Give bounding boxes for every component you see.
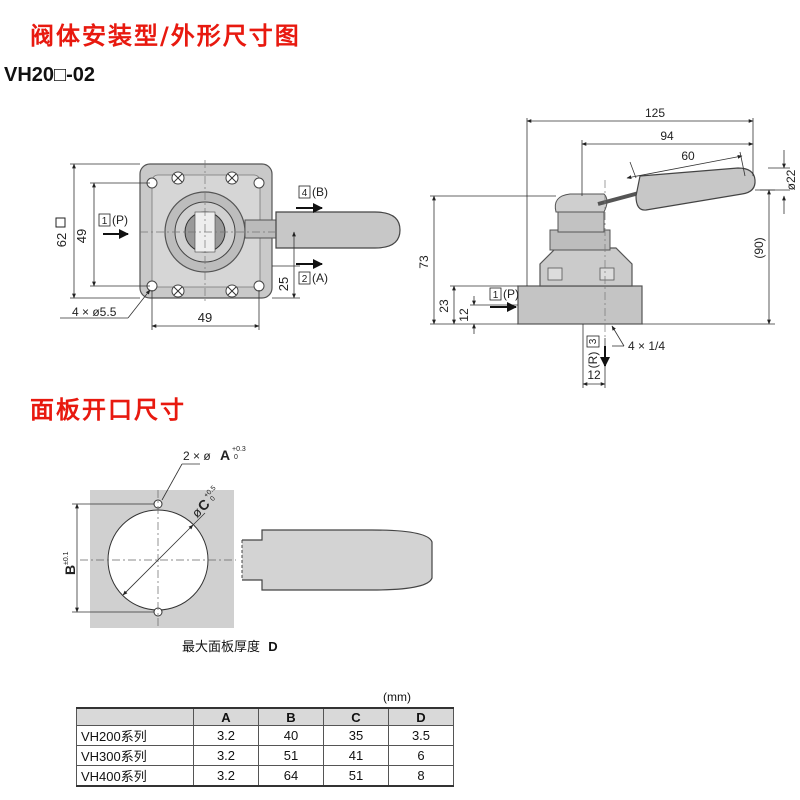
table-unit: (mm) bbox=[383, 690, 411, 704]
cell-d: 8 bbox=[388, 765, 454, 787]
col-header-b: B bbox=[258, 707, 324, 726]
cell-c: 51 bbox=[323, 765, 389, 787]
thread-callout: 4 × 1/4 bbox=[628, 339, 665, 353]
lever-handle bbox=[275, 211, 401, 249]
panel-thickness-caption: 最大面板厚度 D bbox=[182, 636, 278, 655]
b-label: B bbox=[62, 565, 78, 575]
side-port-p-label: (P) bbox=[503, 287, 519, 301]
side-view: 125 94 60 ø22 73 (90) 23 12 12 4 × 1/4 1… bbox=[417, 106, 798, 388]
dim-side-62: 62 bbox=[54, 233, 69, 247]
cell-c: 35 bbox=[323, 725, 389, 746]
dim-90: (90) bbox=[752, 237, 766, 258]
row-series: VH300系列 bbox=[76, 745, 194, 766]
cell-d: 6 bbox=[388, 745, 454, 766]
port-p-number: 1 bbox=[102, 216, 108, 227]
col-header-series bbox=[76, 707, 194, 726]
col-header-a: A bbox=[193, 707, 259, 726]
table-header-row: A B C D bbox=[76, 707, 454, 726]
cell-a: 3.2 bbox=[193, 725, 259, 746]
dim-12-vertical: 12 bbox=[457, 308, 471, 322]
hole-tolerance-zero: 0 bbox=[234, 454, 238, 461]
cell-b: 51 bbox=[258, 745, 324, 766]
port-a-label: (A) bbox=[312, 271, 328, 285]
b-tolerance: ±0.1 bbox=[63, 551, 70, 565]
cell-d: 3.5 bbox=[388, 725, 454, 746]
side-port-p-number: 1 bbox=[493, 290, 499, 301]
dim-60: 60 bbox=[681, 149, 695, 163]
dim-94: 94 bbox=[660, 129, 674, 143]
col-header-d: D bbox=[388, 707, 454, 726]
holes-callout: 4 × ø5.5 bbox=[72, 305, 117, 319]
port-b-number: 4 bbox=[302, 188, 308, 199]
side-lever-handle bbox=[635, 167, 756, 211]
port-b-label: (B) bbox=[312, 185, 328, 199]
hole-tolerance-plus: +0.3 bbox=[232, 446, 246, 453]
hole-label-prefix: 2 × ø bbox=[183, 449, 211, 463]
port-p-label: (P) bbox=[112, 213, 128, 227]
dim-width-49: 49 bbox=[198, 310, 212, 325]
cell-a: 3.2 bbox=[193, 745, 259, 766]
table-row: VH300系列 3.2 51 41 6 bbox=[76, 745, 454, 766]
front-view: 62 49 49 25 4 × ø5.5 1 (P) 4 (B) 2 (A) bbox=[54, 160, 401, 330]
model-number: VH20□-02 bbox=[4, 64, 96, 86]
panel-section-title: 面板开口尺寸 bbox=[30, 396, 186, 424]
cell-b: 64 bbox=[258, 765, 324, 787]
side-port-r-label: (R) bbox=[586, 352, 600, 369]
dim-125: 125 bbox=[645, 106, 665, 120]
dim-d22: ø22 bbox=[784, 169, 798, 190]
main-title: 阀体安装型/外形尺寸图 bbox=[30, 22, 301, 50]
dim-12-horizontal: 12 bbox=[587, 368, 601, 382]
caption-text: 最大面板厚度 bbox=[182, 640, 261, 655]
row-series: VH400系列 bbox=[76, 765, 194, 787]
table-row: VH200系列 3.2 40 35 3.5 bbox=[76, 725, 454, 746]
dim-height-49: 49 bbox=[74, 229, 89, 243]
cell-a: 3.2 bbox=[193, 765, 259, 787]
panel-lever-handle bbox=[242, 529, 433, 591]
port-a-number: 2 bbox=[302, 274, 308, 285]
panel-cutout-view: 2 × ø A +0.3 0 ø C +0.5 0 B ±0.1 bbox=[62, 446, 433, 628]
row-series: VH200系列 bbox=[76, 725, 194, 746]
table-row: VH400系列 3.2 64 51 8 bbox=[76, 765, 454, 787]
side-port-r-number: 3 bbox=[588, 338, 599, 344]
dim-23: 23 bbox=[437, 299, 451, 313]
valve-base bbox=[517, 285, 643, 325]
caption-letter: D bbox=[268, 639, 278, 654]
dim-73: 73 bbox=[417, 255, 431, 269]
cell-c: 41 bbox=[323, 745, 389, 766]
dimension-table: A B C D VH200系列 3.2 40 35 3.5 VH300系列 3.… bbox=[76, 707, 454, 787]
dim-offset-25: 25 bbox=[276, 277, 291, 291]
col-header-c: C bbox=[323, 707, 389, 726]
c-tolerance-zero: 0 bbox=[209, 495, 217, 503]
hole-label-a: A bbox=[220, 447, 230, 463]
cell-b: 40 bbox=[258, 725, 324, 746]
